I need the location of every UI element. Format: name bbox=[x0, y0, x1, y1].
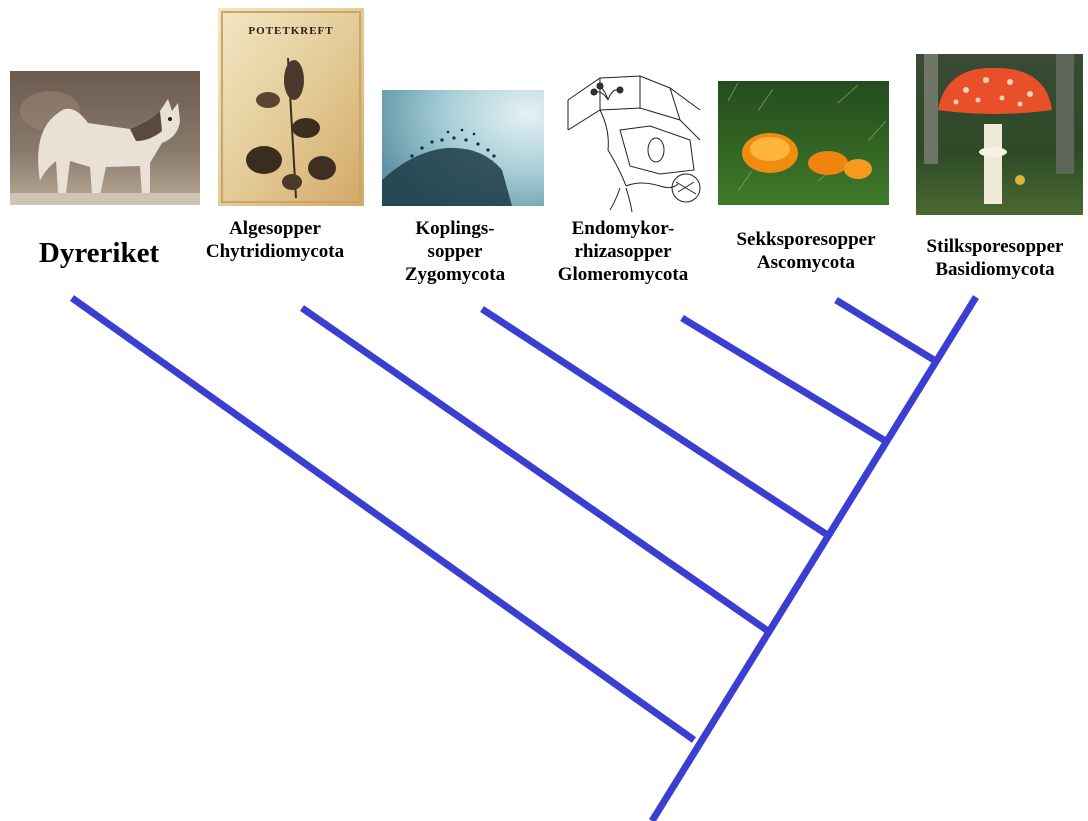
taxon-label-zygomycetes: Koplings- sopper Zygomycota bbox=[380, 218, 530, 286]
taxon-label-line: Stilksporesopper bbox=[926, 236, 1064, 257]
orange-peel-fungus-photo bbox=[718, 81, 889, 205]
poster-title: POTETKREFT bbox=[248, 25, 333, 37]
branch-ascomycetes bbox=[834, 297, 936, 363]
taxon-label-line: rhizasopper bbox=[574, 240, 672, 262]
taxon-label-animals: Dyreriket bbox=[14, 236, 184, 271]
taxon-label-line: Zygomycota bbox=[404, 263, 506, 285]
trunk-branch bbox=[649, 295, 979, 821]
taxon-label-line: Endomykor- bbox=[571, 218, 675, 239]
branch-animals bbox=[69, 295, 697, 743]
taxon-label-line: Koplings- bbox=[415, 218, 495, 239]
fly-agaric-photo bbox=[916, 54, 1083, 215]
branch-glomeromycetes bbox=[680, 315, 886, 443]
taxon-label-line: Basidiomycota bbox=[935, 258, 1055, 280]
branch-chytrids bbox=[300, 305, 770, 634]
taxon-label-line: Dyreriket bbox=[38, 237, 160, 269]
taxon-label-line: Glomeromycota bbox=[557, 263, 689, 285]
taxon-label-line: Algesopper bbox=[229, 218, 321, 239]
taxon-label-line: Chytridiomycota bbox=[205, 240, 345, 262]
taxon-label-basidiomycetes: Stilksporesopper Basidiomycota bbox=[905, 236, 1085, 282]
taxon-label-glomeromycetes: Endomykor- rhizasopper Glomeromycota bbox=[533, 218, 713, 286]
taxon-label-line: Ascomycota bbox=[756, 251, 856, 273]
mold-sporangia-photo bbox=[382, 90, 544, 206]
taxon-label-line: sopper bbox=[427, 240, 483, 262]
taxon-label-ascomycetes: Sekksporesopper Ascomycota bbox=[713, 229, 899, 275]
potato-wart-poster: POTETKREFT bbox=[218, 8, 364, 206]
taxon-label-line: Sekksporesopper bbox=[736, 229, 876, 250]
husky-dog-photo bbox=[10, 71, 200, 205]
taxon-label-chytrids: Algesopper Chytridiomycota bbox=[180, 218, 370, 264]
mycorrhiza-drawing bbox=[560, 70, 704, 216]
branch-zygomycetes bbox=[480, 306, 828, 537]
